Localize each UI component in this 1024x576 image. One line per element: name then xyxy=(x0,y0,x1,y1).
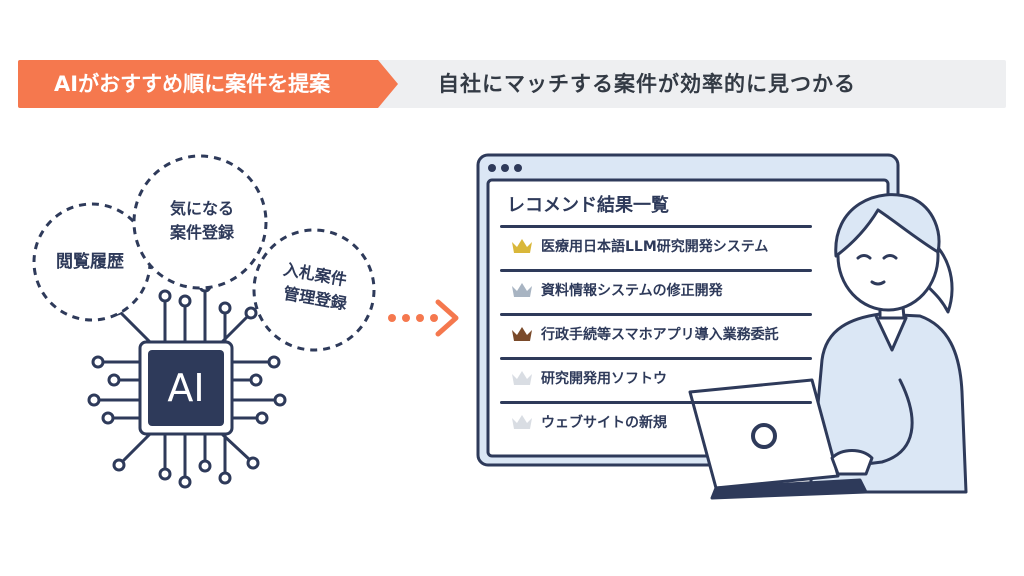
crown-icon xyxy=(512,283,532,297)
recommend-item[interactable]: ウェブサイトの新規 xyxy=(511,409,681,435)
crown-icon xyxy=(512,371,532,385)
history-label: 閲覧履歴 xyxy=(56,252,124,272)
crown-icon xyxy=(512,415,532,429)
recommend-separator xyxy=(500,269,812,272)
recommend-item-label: 行政手続等スマホアプリ導入業務委託 xyxy=(541,327,779,343)
recommend-item[interactable]: 行政手続等スマホアプリ導入業務委託 xyxy=(511,321,821,347)
banner-text: 自社にマッチする案件が効率的に見つかる xyxy=(438,72,856,96)
recommend-item[interactable]: 医療用日本語LLM研究開発システム xyxy=(511,233,811,259)
banner-tag: AIがおすすめ順に案件を提案 xyxy=(18,60,398,108)
crown-icon xyxy=(512,327,532,341)
crown-icon xyxy=(512,239,532,253)
recommend-separator xyxy=(500,401,812,404)
recommend-separator xyxy=(500,313,812,316)
recommend-item-label: 研究開発用ソフトウ xyxy=(541,371,667,387)
headline-banner: AIがおすすめ順に案件を提案 自社にマッチする案件が効率的に見つかる xyxy=(18,60,1006,108)
recommend-item-label: ウェブサイトの新規 xyxy=(541,415,667,431)
recommend-title: レコメンド結果一覧 xyxy=(507,195,669,216)
circuit-icon xyxy=(96,288,278,480)
recommend-separator xyxy=(500,357,812,360)
interest-bubble xyxy=(132,154,268,290)
recommend-item-label: 医療用日本語LLM研究開発システム xyxy=(541,239,769,255)
recommend-item[interactable]: 資料情報システムの修正開発 xyxy=(511,277,811,303)
recommend-item[interactable]: 研究開発用ソフトウ xyxy=(511,365,681,391)
interest-label-line2: 案件登録 xyxy=(169,223,234,242)
interest-label-line1: 気になる xyxy=(169,199,234,218)
recommend-separator xyxy=(500,225,812,228)
arrow-icon xyxy=(388,299,459,337)
ai-chip-label: AI xyxy=(167,366,205,410)
chip-core xyxy=(148,350,224,426)
person-illustration xyxy=(688,193,968,500)
recommend-item-label: 資料情報システムの修正開発 xyxy=(541,283,723,299)
bid-bubble xyxy=(252,228,376,352)
